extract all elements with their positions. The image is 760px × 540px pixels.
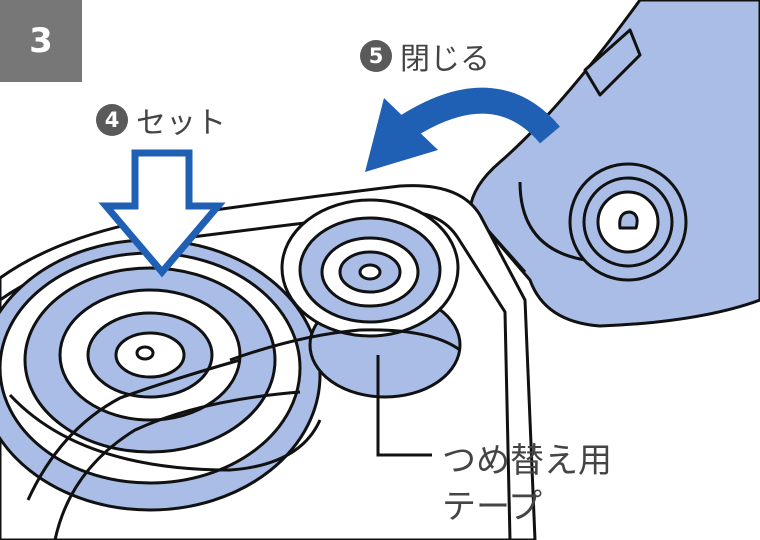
step-number-badge: 3 bbox=[0, 0, 82, 82]
callout-set: 4 セット bbox=[96, 98, 226, 142]
close-label: 閉じる bbox=[400, 42, 490, 77]
leader-line bbox=[376, 355, 432, 457]
close-step-number: 5 bbox=[360, 40, 392, 72]
set-step-number: 4 bbox=[96, 104, 128, 136]
refill-tape-label: つめ替え用 テープ bbox=[442, 438, 612, 530]
tape-label-line2: テープ bbox=[442, 487, 542, 527]
set-arrow bbox=[98, 149, 226, 278]
set-label: セット bbox=[136, 106, 226, 141]
tape-label-line1: つめ替え用 bbox=[442, 441, 612, 481]
refill-spool bbox=[229, 198, 462, 399]
step-number: 3 bbox=[29, 21, 53, 61]
close-arrow bbox=[365, 87, 560, 172]
large-spool bbox=[0, 238, 322, 540]
lid bbox=[468, 0, 760, 328]
callout-close: 5 閉じる bbox=[360, 34, 490, 78]
